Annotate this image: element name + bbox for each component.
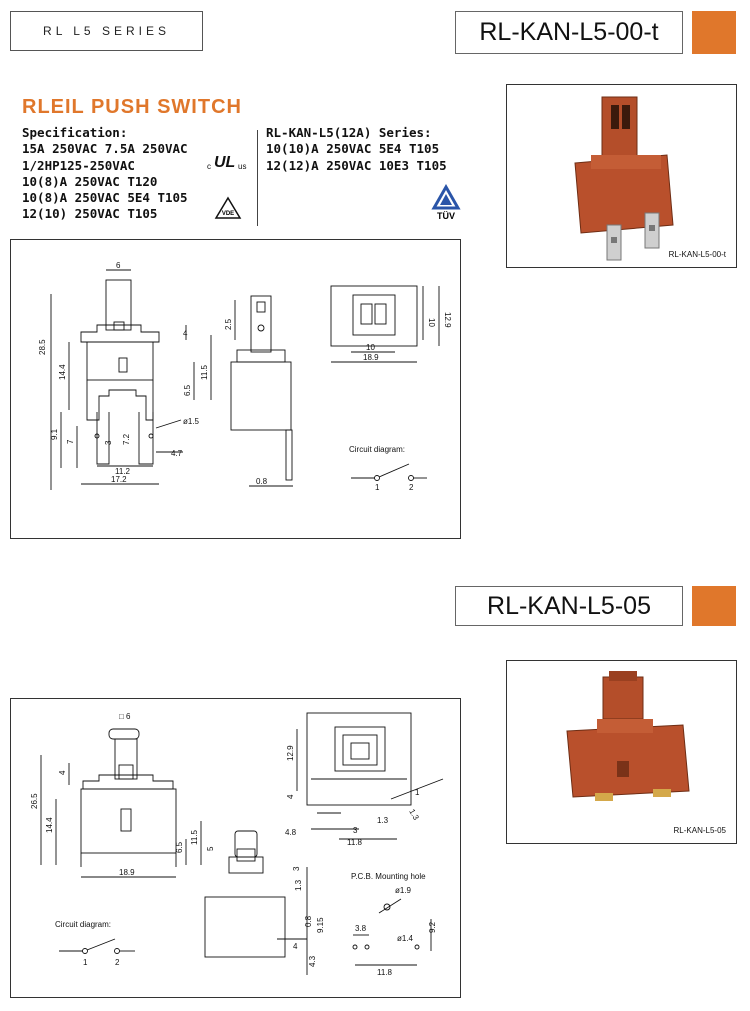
- orange-accent-block-1: [692, 11, 736, 54]
- svg-text:4: 4: [58, 770, 67, 775]
- switch-photo-2-image: [566, 671, 690, 801]
- svg-text:14.4: 14.4: [58, 364, 67, 380]
- model-1-name: RL-KAN-L5-00-t: [455, 11, 683, 54]
- svg-text:4: 4: [183, 329, 188, 338]
- svg-text:1: 1: [375, 483, 380, 492]
- svg-text:28.5: 28.5: [38, 339, 47, 355]
- svg-text:7.2: 7.2: [122, 433, 131, 445]
- svg-text:10: 10: [366, 343, 375, 352]
- spec-line: 10(8)A 250VAC T120: [22, 173, 158, 189]
- spec-line: 12(10) 250VAC T105: [22, 206, 158, 222]
- technical-drawing-1: 6 4 28.5 14.4 11.5 6.5 9.1 7 3 7.2 ø1.5 …: [10, 239, 461, 539]
- side-view-2: [204, 830, 308, 975]
- series-label: RL L5 SERIES: [10, 11, 203, 51]
- svg-text:ø1.4: ø1.4: [397, 934, 414, 943]
- photo-1-caption: RL-KAN-L5-00-t: [668, 250, 726, 259]
- svg-text:ø1.9: ø1.9: [395, 886, 412, 895]
- svg-text:6.5: 6.5: [175, 841, 184, 853]
- svg-text:1: 1: [83, 958, 88, 967]
- spec-right-heading: RL-KAN-L5(12A) Series:: [266, 125, 432, 140]
- switch-photo-1-image: [574, 96, 674, 261]
- page-title: RLEIL PUSH SWITCH: [22, 96, 242, 118]
- svg-text:7: 7: [66, 439, 75, 444]
- spec-left: Specification: 15A 250VAC 7.5A 250VAC 1/…: [22, 125, 188, 223]
- circuit-diagram-2: [59, 938, 135, 954]
- photo-2-caption: RL-KAN-L5-05: [673, 826, 726, 835]
- svg-text:1.3: 1.3: [377, 816, 389, 825]
- svg-text:2: 2: [115, 958, 120, 967]
- spec-right: RL-KAN-L5(12A) Series: 10(10)A 250VAC 5E…: [266, 125, 447, 174]
- svg-text:9.2: 9.2: [428, 921, 437, 933]
- svg-text:9.15: 9.15: [316, 917, 325, 933]
- pcb-holes: [352, 898, 432, 966]
- svg-text:18.9: 18.9: [363, 353, 379, 362]
- front-view-2: [40, 728, 202, 878]
- svg-text:12.9: 12.9: [286, 745, 295, 761]
- circuit-diagram-1: [351, 463, 427, 481]
- spec-line: 10(10)A 250VAC 5E4 T105: [266, 141, 440, 157]
- svg-text:TÜV: TÜV: [437, 211, 455, 221]
- spec-line: 1/2HP125-250VAC: [22, 157, 135, 173]
- svg-text:6.5: 6.5: [183, 384, 192, 396]
- svg-text:VDE: VDE: [222, 211, 234, 217]
- svg-text:14.4: 14.4: [45, 817, 54, 833]
- svg-text:10: 10: [427, 318, 436, 327]
- svg-text:1: 1: [415, 788, 420, 797]
- svg-text:5: 5: [206, 846, 215, 851]
- svg-text:P.C.B. Mounting hole: P.C.B. Mounting hole: [351, 872, 426, 881]
- spec-line: 15A 250VAC 7.5A 250VAC: [22, 141, 188, 157]
- svg-text:3: 3: [292, 866, 301, 871]
- spec-line: 10(8)A 250VAC 5E4 T105: [22, 190, 188, 206]
- orange-accent-block-2: [692, 586, 736, 626]
- svg-text:11.5: 11.5: [190, 829, 199, 845]
- technical-drawing-2: □ 6 4 26.5 14.4 11.5 6.5 5 18.9 12.9 4 1…: [10, 698, 461, 998]
- svg-text:12.9: 12.9: [443, 312, 452, 328]
- svg-text:0.8: 0.8: [304, 915, 313, 927]
- svg-text:4.3: 4.3: [308, 955, 317, 967]
- drawing-2-svg: □ 6 4 26.5 14.4 11.5 6.5 5 18.9 12.9 4 1…: [30, 712, 444, 977]
- spec-left-heading: Specification:: [22, 125, 128, 140]
- svg-text:9.1: 9.1: [50, 428, 59, 440]
- svg-text:3: 3: [104, 440, 113, 445]
- svg-text:3.8: 3.8: [355, 924, 367, 933]
- svg-text:□ 6: □ 6: [119, 712, 131, 721]
- svg-text:1.3: 1.3: [294, 879, 303, 891]
- svg-text:3: 3: [353, 826, 358, 835]
- svg-text:2.5: 2.5: [224, 318, 233, 330]
- svg-text:11.8: 11.8: [347, 838, 363, 847]
- svg-text:Circuit diagram:: Circuit diagram:: [349, 445, 405, 454]
- svg-text:4: 4: [293, 942, 298, 951]
- top-view-1: [330, 285, 440, 363]
- svg-text:11.8: 11.8: [377, 968, 393, 977]
- svg-text:4: 4: [286, 794, 295, 799]
- top-view-2: [296, 712, 444, 840]
- product-photo-2: RL-KAN-L5-05: [506, 660, 737, 844]
- svg-text:18.9: 18.9: [119, 868, 135, 877]
- svg-text:26.5: 26.5: [30, 793, 39, 809]
- spec-line: 12(12)A 250VAC 10E3 T105: [266, 157, 447, 173]
- svg-text:0.8: 0.8: [256, 477, 268, 486]
- front-view-1: [50, 269, 212, 490]
- svg-text:6: 6: [116, 261, 121, 270]
- svg-text:17.2: 17.2: [111, 475, 127, 484]
- svg-text:ø1.5: ø1.5: [183, 417, 200, 426]
- spec-divider: [257, 130, 258, 226]
- svg-text:2: 2: [409, 483, 414, 492]
- vde-mark-icon: VDE: [214, 196, 242, 219]
- svg-text:4.7: 4.7: [171, 449, 183, 458]
- svg-text:Circuit diagram:: Circuit diagram:: [55, 920, 111, 929]
- svg-text:11.2: 11.2: [115, 467, 131, 476]
- product-photo-1: RL-KAN-L5-00-t: [506, 84, 737, 268]
- tuv-mark-icon: TÜV: [431, 184, 461, 221]
- ul-mark-icon: c UL us: [207, 154, 247, 171]
- svg-text:1.3: 1.3: [407, 808, 421, 823]
- side-view-1: [230, 295, 293, 487]
- drawing-1-svg: 6 4 28.5 14.4 11.5 6.5 9.1 7 3 7.2 ø1.5 …: [38, 261, 452, 492]
- svg-text:11.5: 11.5: [200, 364, 209, 380]
- svg-text:4.8: 4.8: [285, 828, 297, 837]
- model-2-name: RL-KAN-L5-05: [455, 586, 683, 626]
